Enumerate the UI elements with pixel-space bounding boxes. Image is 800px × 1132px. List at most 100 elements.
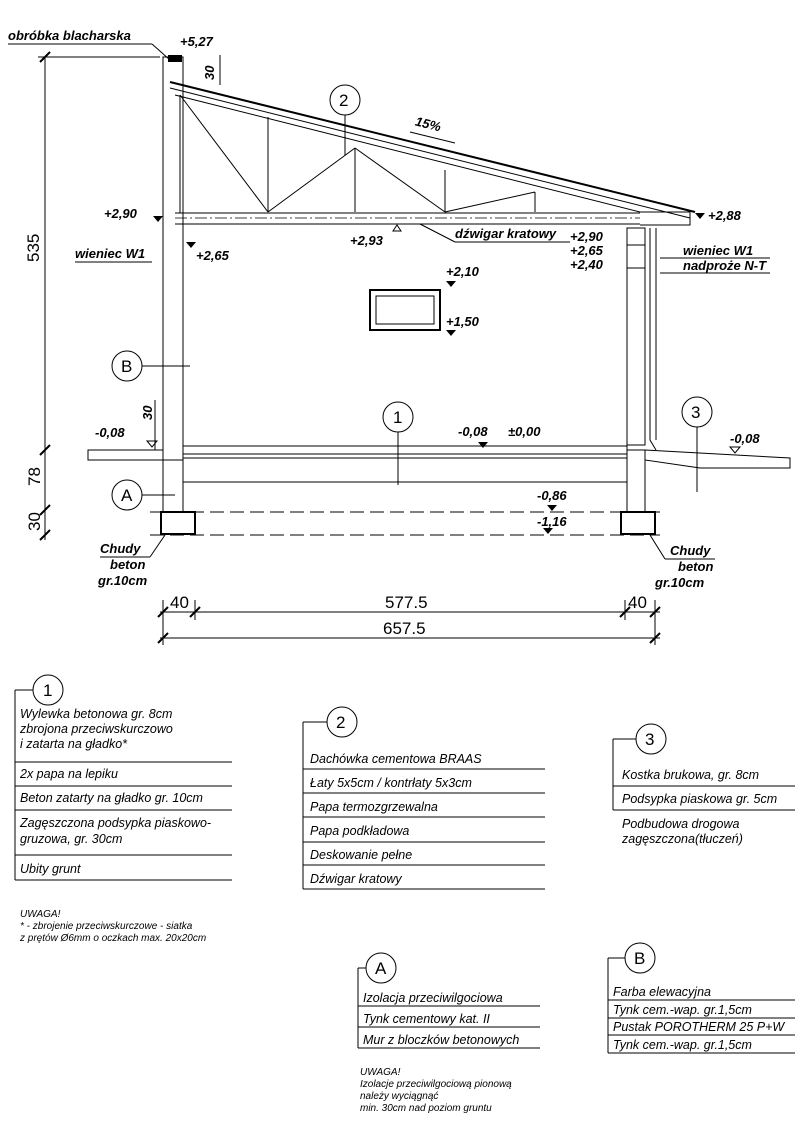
elev-foundation-bottom: -1,16 — [537, 514, 567, 529]
label-ring-beam-right: wieniec W1 — [683, 243, 753, 258]
label-ring-beam-left: wieniec W1 — [75, 246, 145, 261]
dim-wall-left: 40 — [170, 593, 189, 612]
label-lean-concrete-left: Chudy beton gr.10cm — [97, 534, 166, 588]
svg-text:Tynk cementowy kat. II: Tynk cementowy kat. II — [363, 1012, 490, 1026]
dim-wall-right: 40 — [628, 593, 647, 612]
legend-paving: 3 Kostka brukowa, gr. 8cm Podsypka piask… — [612, 723, 795, 846]
svg-text:gr.10cm: gr.10cm — [97, 573, 148, 588]
svg-text:Kostka brukowa, gr. 8cm: Kostka brukowa, gr. 8cm — [622, 768, 759, 782]
marker-b: B — [111, 350, 190, 382]
label-slope: 15% — [414, 114, 443, 135]
svg-text:Papa podkładowa: Papa podkładowa — [310, 824, 409, 838]
right-footing — [620, 511, 656, 535]
svg-text:UWAGA!: UWAGA! — [360, 1067, 401, 1078]
downpipe — [649, 228, 657, 451]
svg-text:Izolacja przeciwilgociowa: Izolacja przeciwilgociowa — [363, 991, 503, 1005]
svg-text:Podbudowa drogowa: Podbudowa drogowa — [622, 817, 739, 831]
svg-text:Tynk cem.-wap. gr.1,5cm: Tynk cem.-wap. gr.1,5cm — [613, 1038, 752, 1052]
label-lean-concrete-right: Chudy beton gr.10cm — [649, 534, 715, 590]
svg-text:2x papa na lepiku: 2x papa na lepiku — [19, 767, 118, 781]
elev-right-265: +2,65 — [570, 243, 604, 258]
svg-text:Wylewka betonowa gr. 8cm: Wylewka betonowa gr. 8cm — [20, 707, 172, 721]
svg-text:Chudy: Chudy — [670, 543, 711, 558]
svg-text:z prętów Ø6mm o oczkach max. 2: z prętów Ø6mm o oczkach max. 20x20cm — [19, 933, 206, 944]
ground-left — [87, 449, 164, 461]
marker-a: A — [111, 479, 175, 511]
svg-text:Izolacje przeciwilgociową pion: Izolacje przeciwilgociową pionową — [360, 1079, 512, 1090]
svg-text:Mur z bloczków betonowych: Mur z bloczków betonowych — [363, 1033, 519, 1047]
svg-text:2: 2 — [339, 91, 348, 110]
svg-text:Ubity grunt: Ubity grunt — [20, 862, 81, 876]
dim-plinth: 30 — [140, 405, 155, 420]
elev-parapet-top: +5,27 — [180, 34, 214, 49]
marker-1: 1 — [382, 401, 414, 485]
svg-text:UWAGA!: UWAGA! — [20, 909, 61, 920]
svg-text:beton: beton — [678, 559, 713, 574]
elev-eave-left: +2,90 — [104, 206, 138, 221]
svg-text:3: 3 — [691, 403, 700, 422]
svg-text:Tynk cem.-wap. gr.1,5cm: Tynk cem.-wap. gr.1,5cm — [613, 1003, 752, 1017]
elev-ground-left: -0,08 — [95, 425, 125, 440]
svg-text:Zagęszczona podsypka piaskowo-: Zagęszczona podsypka piaskowo- — [19, 816, 211, 830]
svg-text:należy wyciągnąć: należy wyciągnąć — [360, 1091, 438, 1102]
marker-2: 2 — [329, 84, 361, 155]
label-lintel: nadproże N-T — [683, 258, 767, 273]
foundation-wall-note: UWAGA! Izolacje przeciwilgociową pionową… — [360, 1067, 512, 1114]
svg-text:i zatarta na gładko*: i zatarta na gładko* — [20, 737, 128, 751]
legend-floor: 1 Wylewka betonowa gr. 8cm zbrojona prze… — [14, 674, 232, 944]
svg-text:Deskowanie pełne: Deskowanie pełne — [310, 848, 412, 862]
svg-text:A: A — [375, 959, 387, 978]
elev-floor-zero: ±0,00 — [508, 424, 541, 439]
elev-foundation-top: -0,86 — [537, 488, 567, 503]
elev-window-sill: +1,50 — [446, 314, 480, 329]
elev-floor-minus: -0,08 — [458, 424, 488, 439]
svg-text:zbrojona przeciwskurczowo: zbrojona przeciwskurczowo — [19, 722, 173, 736]
elev-ring-left: +2,65 — [196, 248, 230, 263]
svg-text:min. 30cm nad poziom gruntu: min. 30cm nad poziom gruntu — [360, 1103, 492, 1114]
svg-text:Dachówka cementowa BRAAS: Dachówka cementowa BRAAS — [310, 752, 482, 766]
elev-eave-right: +2,88 — [708, 208, 742, 223]
svg-text:Farba elewacyjna: Farba elewacyjna — [613, 985, 711, 999]
legend-wall: B Farba elewacyjna Tynk cem.-wap. gr.1,5… — [607, 942, 795, 1054]
roof — [168, 55, 696, 226]
vertical-dimensions: 535 78 30 — [24, 51, 160, 541]
svg-text:2: 2 — [336, 713, 345, 732]
left-foundation-wall — [162, 459, 184, 513]
svg-text:gr.10cm: gr.10cm — [654, 575, 705, 590]
elev-window-top: +2,10 — [446, 264, 480, 279]
label-flashing: obróbka blacharska — [8, 28, 131, 43]
svg-text:Pustak POROTHERM 25 P+W: Pustak POROTHERM 25 P+W — [613, 1020, 785, 1034]
svg-text:Dźwigar kratowy: Dźwigar kratowy — [310, 872, 402, 886]
elev-ground-right: -0,08 — [730, 431, 760, 446]
elev-right-290: +2,90 — [570, 229, 604, 244]
svg-text:1: 1 — [43, 681, 52, 700]
dim-height-footing: 30 — [25, 512, 44, 531]
svg-text:Chudy: Chudy — [100, 541, 141, 556]
elev-truss-bottom: +2,93 — [350, 233, 384, 248]
svg-text:gruzowa, gr. 30cm: gruzowa, gr. 30cm — [20, 832, 122, 846]
marker-3: 3 — [681, 396, 713, 492]
svg-text:Beton zatarty na gładko gr. 10: Beton zatarty na gładko gr. 10cm — [20, 791, 203, 805]
svg-text:Łaty 5x5cm / kontrłaty 5x3cm: Łaty 5x5cm / kontrłaty 5x3cm — [310, 776, 472, 790]
svg-text:beton: beton — [110, 557, 145, 572]
right-wall — [626, 227, 646, 513]
dim-parapet: 30 — [202, 65, 217, 80]
floor-slab — [182, 445, 628, 483]
legend-foundation-wall: A Izolacja przeciwilgociowa Tynk cemento… — [357, 952, 540, 1114]
elev-right-240: +2,40 — [570, 257, 604, 272]
svg-text:Papa termozgrzewalna: Papa termozgrzewalna — [310, 800, 438, 814]
svg-text:3: 3 — [645, 730, 654, 749]
window — [369, 289, 441, 331]
svg-text:A: A — [121, 486, 133, 505]
dim-interior: 577.5 — [385, 593, 428, 612]
horizontal-dimensions: 40 577.5 40 657.5 — [157, 593, 661, 645]
svg-text:B: B — [634, 949, 645, 968]
floor-note: UWAGA! * - zbrojenie przeciwskurczowe - … — [19, 909, 206, 944]
paving-right — [644, 449, 791, 469]
svg-text:Podsypka piaskowa gr. 5cm: Podsypka piaskowa gr. 5cm — [622, 792, 777, 806]
legend-roof: 2 Dachówka cementowa BRAAS Łaty 5x5cm / … — [302, 706, 545, 890]
svg-text:* - zbrojenie przeciwskurczowe: * - zbrojenie przeciwskurczowe - siatka — [20, 921, 193, 932]
svg-text:1: 1 — [393, 408, 402, 427]
dim-height-main: 535 — [24, 234, 43, 262]
